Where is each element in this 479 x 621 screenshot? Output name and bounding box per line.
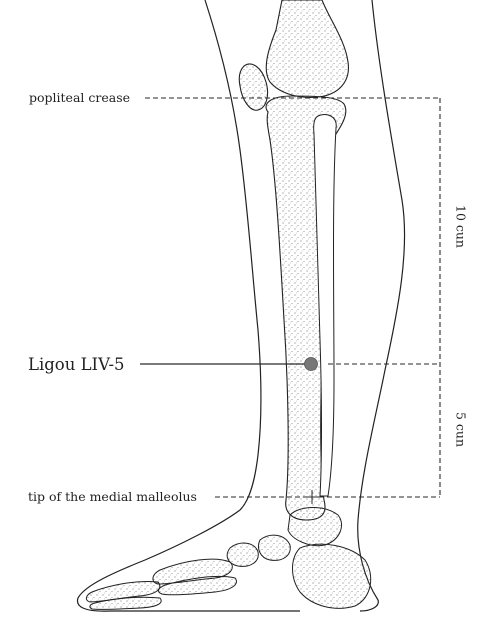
calcaneus	[293, 544, 371, 608]
malleolus-label: tip of the medial malleolus	[28, 489, 197, 504]
acupoint-label: Ligou LIV-5	[28, 355, 125, 374]
popliteal-crease-label: popliteal crease	[29, 90, 130, 105]
acupoint-marker	[305, 358, 318, 371]
lower-measure-label: 5 cun	[454, 405, 469, 455]
talus	[288, 508, 342, 546]
upper-measure-label: 10 cun	[454, 202, 469, 252]
foot-bones	[86, 508, 370, 610]
cuneiforms	[227, 543, 258, 566]
navicular	[258, 535, 290, 560]
patella	[239, 64, 267, 110]
femur	[266, 0, 348, 97]
leg-back-contour	[358, 0, 405, 611]
